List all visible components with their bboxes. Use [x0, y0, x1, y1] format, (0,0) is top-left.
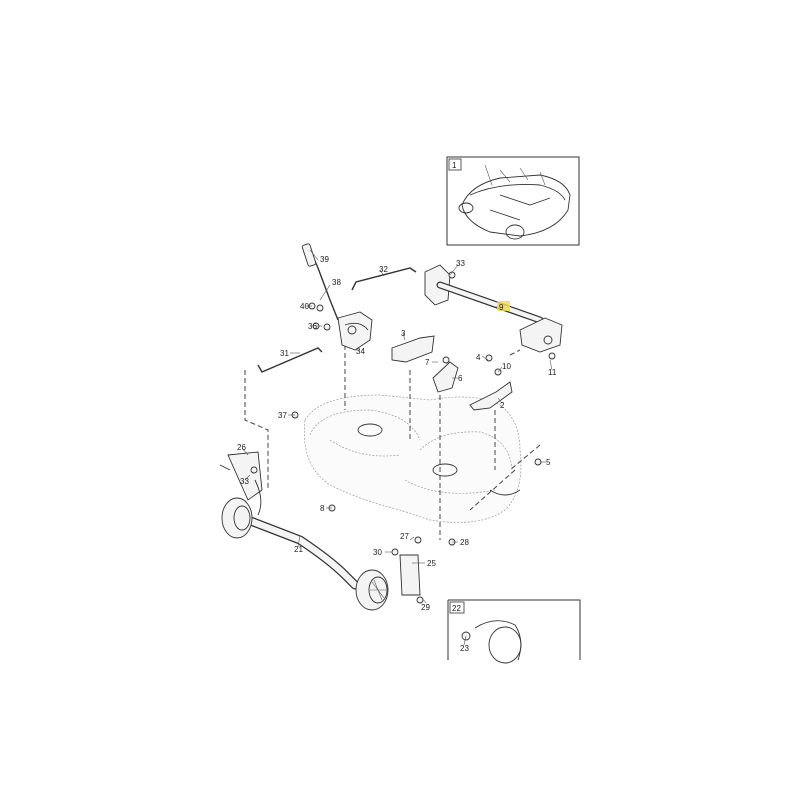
callout-22: 22	[452, 604, 461, 613]
callout-33-upper: 33	[456, 259, 465, 268]
front-axle	[219, 451, 424, 611]
callout-28: 28	[460, 538, 469, 547]
callout-5: 5	[546, 458, 551, 467]
callout-27: 27	[400, 532, 409, 541]
callout-37: 37	[278, 411, 287, 420]
callout-10: 10	[502, 362, 511, 371]
inset-detail	[447, 599, 581, 664]
callout-40: 40	[300, 302, 309, 311]
callout-30: 30	[373, 548, 382, 557]
callout-2: 2	[500, 401, 505, 410]
callout-11: 11	[548, 368, 557, 377]
callout-9: 9	[499, 303, 504, 312]
callout-38: 38	[332, 278, 341, 287]
callout-33-lower: 33	[240, 477, 249, 486]
callout-32: 32	[379, 265, 388, 274]
callout-6: 6	[458, 374, 463, 383]
callout-23: 23	[460, 644, 469, 653]
lift-shaft	[424, 264, 563, 360]
highlight-marker	[497, 301, 510, 311]
callout-4: 4	[476, 353, 481, 362]
callout-29: 29	[421, 603, 430, 612]
callout-25: 25	[427, 559, 436, 568]
callout-26: 26	[237, 443, 246, 452]
callout-31: 31	[280, 349, 289, 358]
reference-lines	[244, 345, 541, 540]
leader-lines	[241, 249, 553, 646]
callout-21: 21	[294, 545, 303, 554]
height-adjust-lever	[301, 243, 373, 351]
callout-34: 34	[356, 347, 365, 356]
inset-overview-deck	[446, 156, 580, 246]
hardware-fasteners	[291, 302, 542, 546]
callout-36: 36	[308, 322, 317, 331]
callout-7: 7	[425, 358, 430, 367]
mower-deck	[303, 394, 522, 523]
brackets	[391, 335, 513, 411]
callout-3: 3	[401, 329, 406, 338]
callout-labels: 1 2 3 4 5 6 7 8 9 10 11 21 22 23 25 26 2…	[237, 161, 557, 653]
callout-39: 39	[320, 255, 329, 264]
callout-1: 1	[452, 161, 457, 170]
callout-8: 8	[320, 504, 325, 513]
